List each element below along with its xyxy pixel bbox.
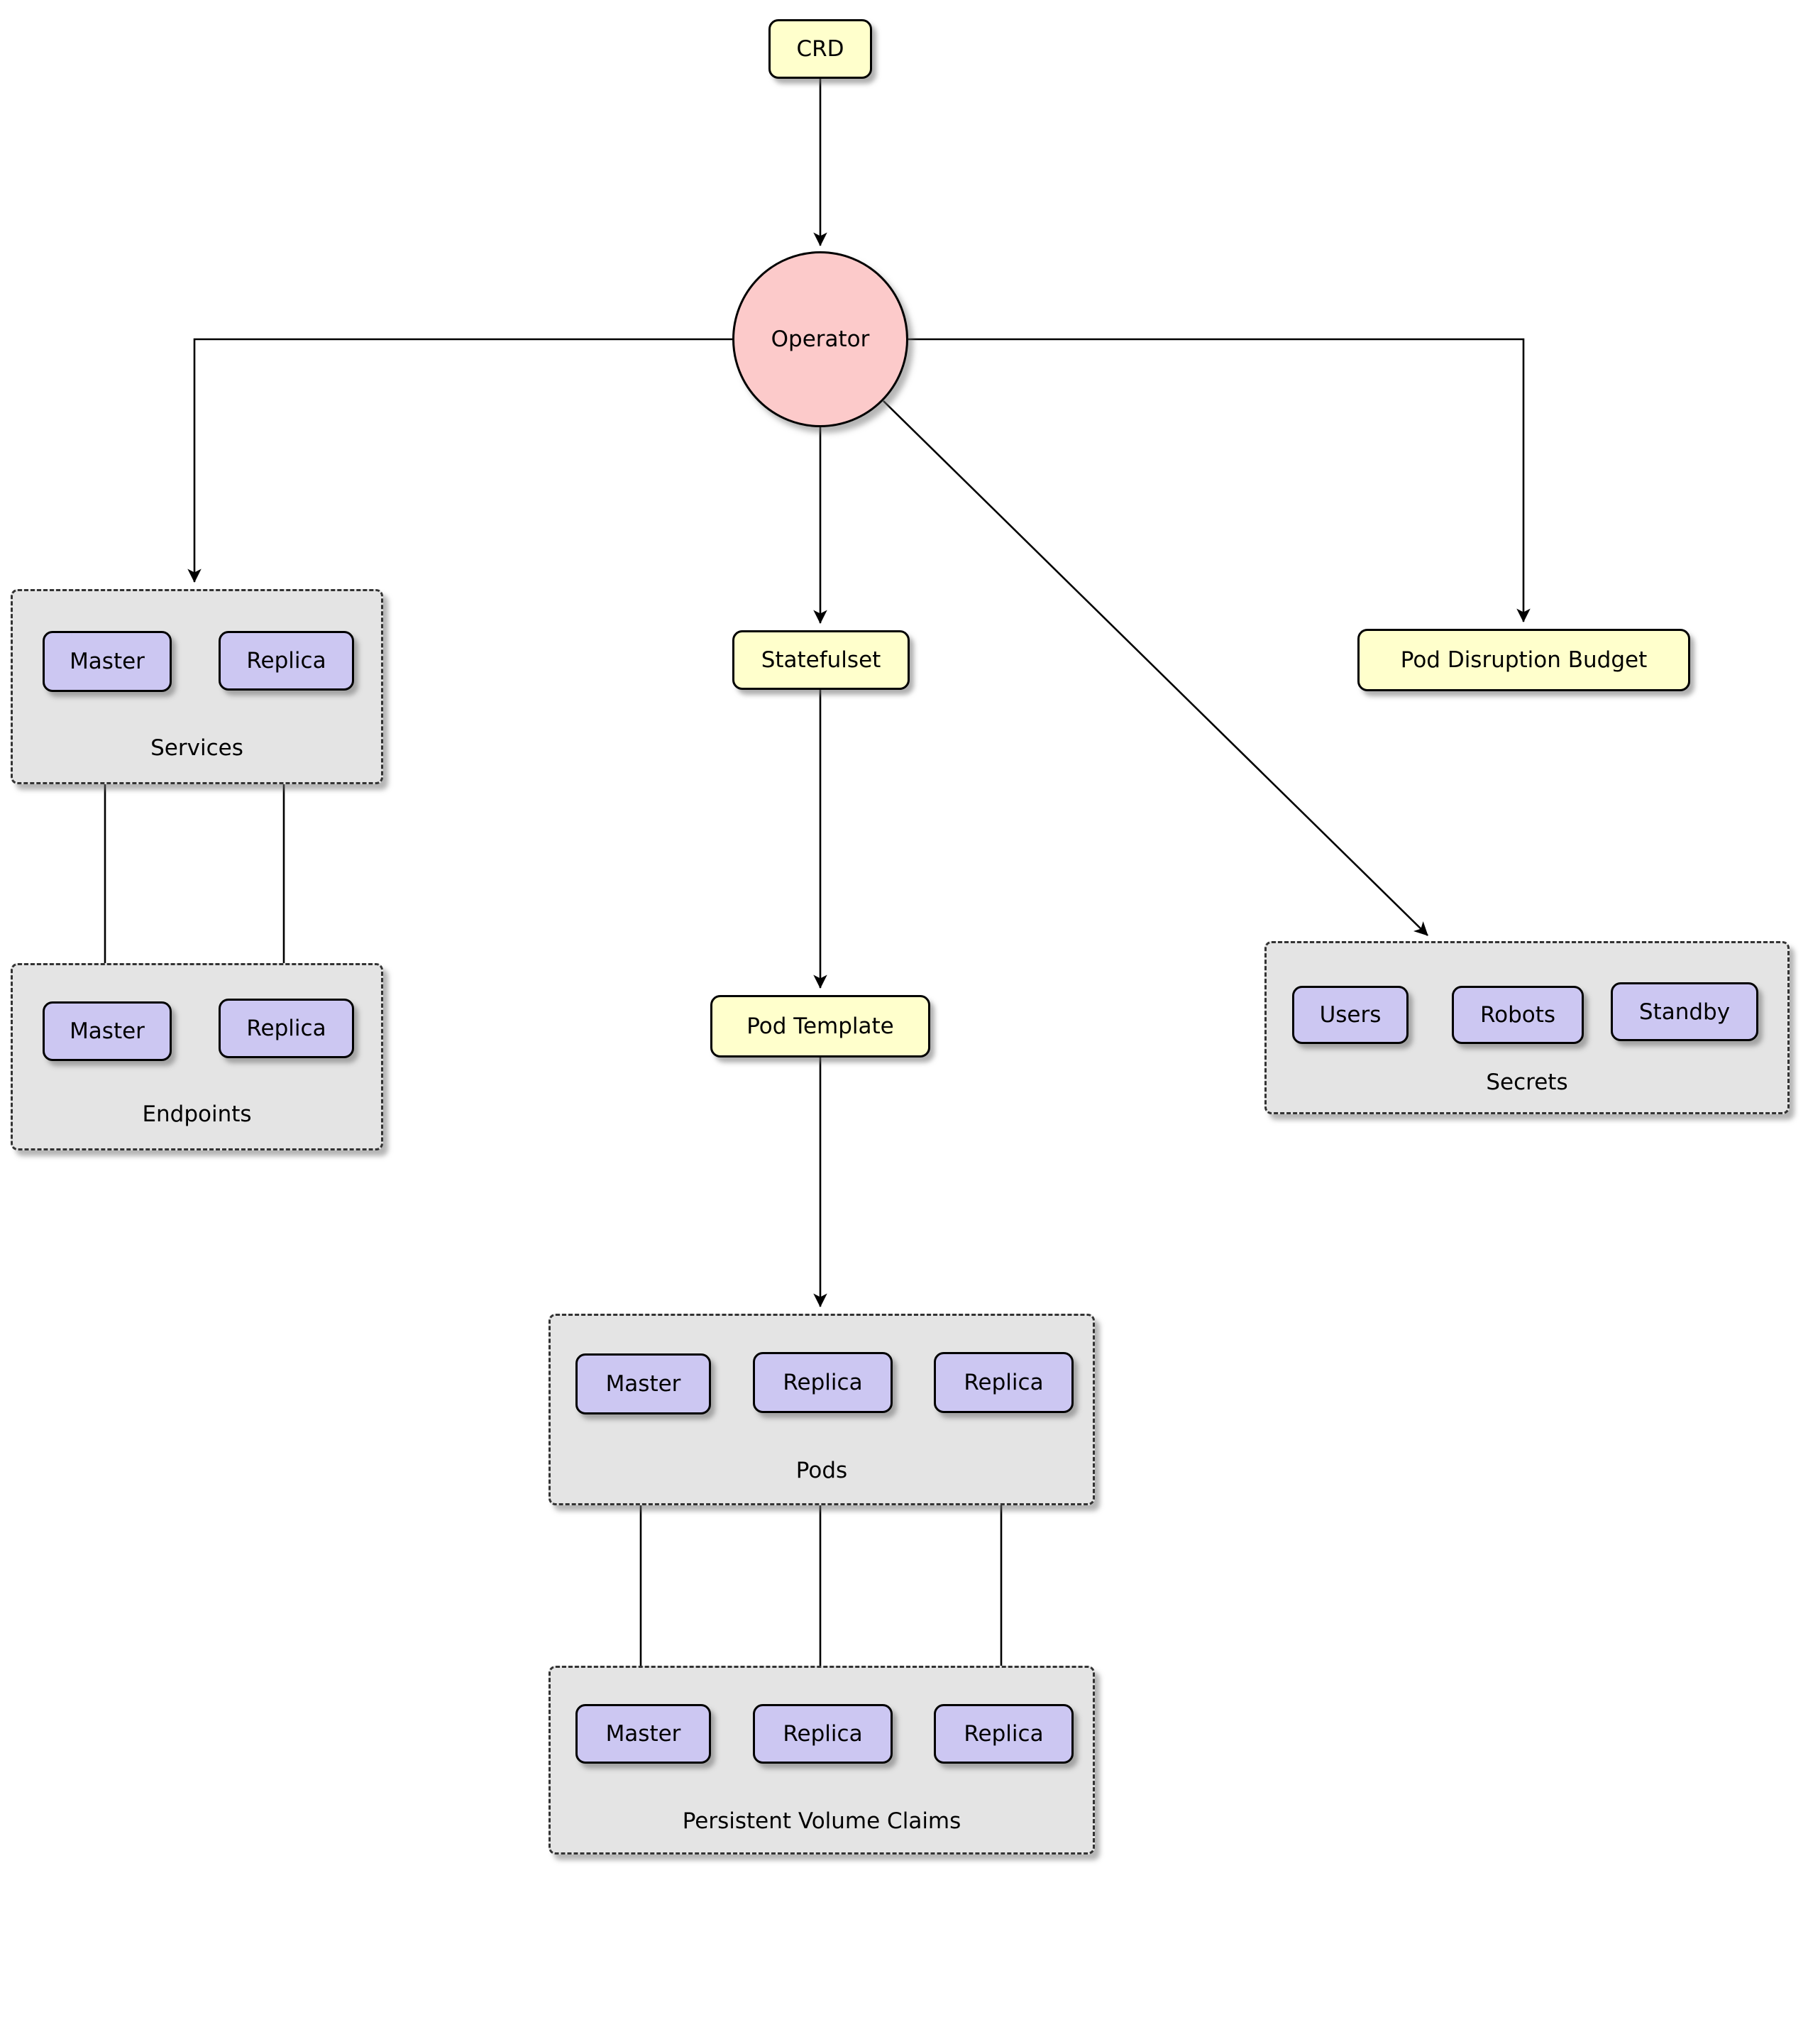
node-services-replica-label: Replica — [246, 648, 326, 674]
node-pod-template-label: Pod Template — [746, 1013, 894, 1039]
node-secrets-users: Users — [1292, 986, 1409, 1044]
group-secrets-label: Secrets — [1486, 1070, 1568, 1095]
node-secrets-users-label: Users — [1319, 1002, 1382, 1028]
node-endpoints-master-label: Master — [70, 1018, 145, 1044]
node-services-master: Master — [43, 631, 172, 692]
node-pvc-replica2-label: Replica — [964, 1721, 1044, 1747]
group-pods: Master Replica Replica Pods — [549, 1314, 1095, 1505]
node-pvc-replica2: Replica — [934, 1704, 1074, 1764]
node-pod-template: Pod Template — [710, 995, 930, 1057]
group-endpoints: Master Replica Endpoints — [11, 963, 383, 1150]
node-pods-replica2: Replica — [934, 1352, 1074, 1413]
node-operator: Operator — [732, 251, 908, 427]
node-services-replica: Replica — [219, 631, 354, 691]
node-endpoints-master: Master — [43, 1001, 172, 1061]
node-pvc-replica1-label: Replica — [783, 1721, 863, 1747]
group-endpoints-label: Endpoints — [142, 1101, 252, 1127]
node-pvc-master-label: Master — [605, 1721, 681, 1747]
node-crd-label: CRD — [796, 36, 844, 62]
group-pods-label: Pods — [795, 1458, 848, 1483]
arrow-operator-to-services — [187, 338, 732, 583]
node-pod-disruption-budget: Pod Disruption Budget — [1357, 629, 1690, 691]
node-pod-disruption-budget-label: Pod Disruption Budget — [1400, 647, 1648, 673]
node-secrets-standby: Standby — [1611, 982, 1758, 1041]
arrow-operator-to-secrets — [883, 400, 1428, 936]
node-pods-replica2-label: Replica — [964, 1370, 1044, 1395]
node-pods-replica1: Replica — [753, 1352, 893, 1413]
node-secrets-standby-label: Standby — [1638, 999, 1731, 1025]
node-pvc-master: Master — [575, 1704, 711, 1764]
node-operator-label: Operator — [771, 326, 870, 352]
node-pods-replica1-label: Replica — [783, 1370, 863, 1395]
group-services-label: Services — [150, 735, 243, 761]
node-pvc-replica1: Replica — [753, 1704, 893, 1764]
node-endpoints-replica: Replica — [219, 999, 354, 1058]
node-services-master-label: Master — [70, 649, 145, 674]
group-secrets: Users Robots Standby Secrets — [1264, 941, 1790, 1114]
group-services: Master Replica Services — [11, 589, 383, 784]
node-statefulset-label: Statefulset — [761, 647, 881, 673]
arrow-operator-to-pdb — [908, 338, 1531, 622]
group-persistent-volume-claims-label: Persistent Volume Claims — [682, 1808, 961, 1834]
node-endpoints-replica-label: Replica — [246, 1016, 326, 1041]
node-pods-master-label: Master — [605, 1371, 681, 1397]
node-secrets-robots: Robots — [1452, 986, 1584, 1044]
node-secrets-robots-label: Robots — [1479, 1002, 1556, 1028]
node-statefulset: Statefulset — [732, 630, 910, 690]
group-persistent-volume-claims: Master Replica Replica Persistent Volume… — [549, 1666, 1095, 1855]
node-crd: CRD — [768, 19, 872, 79]
node-pods-master: Master — [575, 1353, 711, 1414]
